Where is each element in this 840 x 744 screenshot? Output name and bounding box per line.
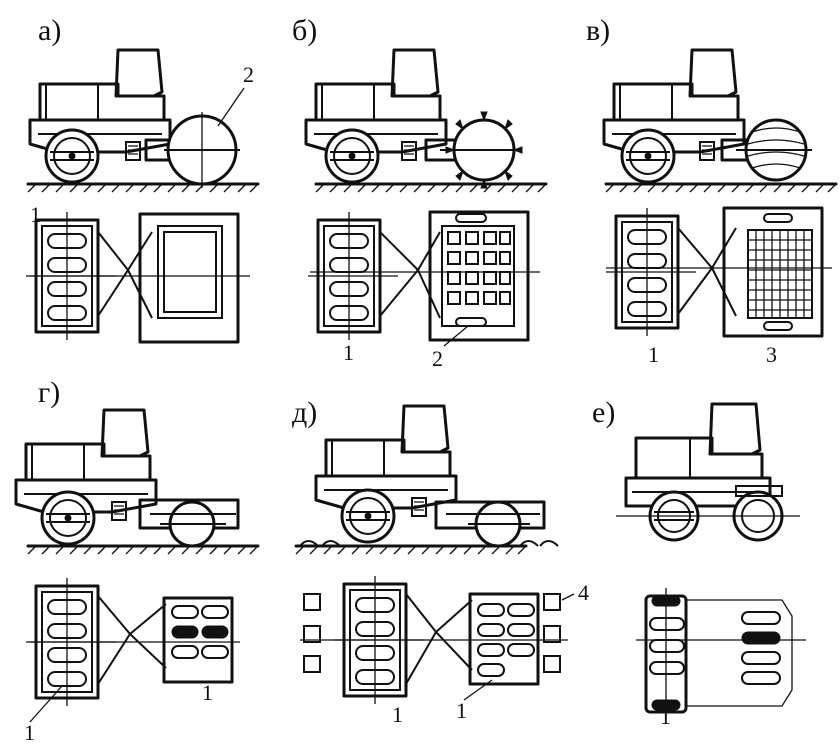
panel-label-v: в) bbox=[586, 14, 610, 47]
callout-d-1b: 1 bbox=[456, 698, 467, 723]
callout-g-1a: 1 bbox=[24, 720, 35, 744]
callout-d-4: 4 bbox=[578, 580, 589, 605]
panel-label-g: г) bbox=[38, 376, 60, 409]
callout-e-1: 1 bbox=[660, 704, 671, 729]
callout-a-1: 1 bbox=[30, 202, 41, 227]
panel-label-e: е) bbox=[592, 396, 615, 429]
panel-label-b: б) bbox=[292, 14, 317, 47]
panel-g: г) 1 1 bbox=[14, 376, 260, 744]
panel-v: в) 1 3 bbox=[586, 14, 838, 367]
callout-b-2: 2 bbox=[432, 346, 443, 371]
callout-d-1a: 1 bbox=[392, 702, 403, 727]
callout-v-1: 1 bbox=[648, 342, 659, 367]
panel-b: б) 1 2 bbox=[292, 14, 548, 371]
callout-a-2: 2 bbox=[243, 62, 254, 87]
panel-e: е) 1 bbox=[592, 396, 806, 729]
panel-label-d: д) bbox=[292, 396, 317, 429]
panel-d: д) 4 1 1 bbox=[292, 396, 589, 727]
panel-a: а) 2 1 bbox=[24, 14, 260, 344]
callout-g-1b: 1 bbox=[202, 680, 213, 705]
panel-label-a: а) bbox=[38, 14, 61, 47]
callout-v-3: 3 bbox=[766, 342, 777, 367]
callout-b-1: 1 bbox=[343, 340, 354, 365]
